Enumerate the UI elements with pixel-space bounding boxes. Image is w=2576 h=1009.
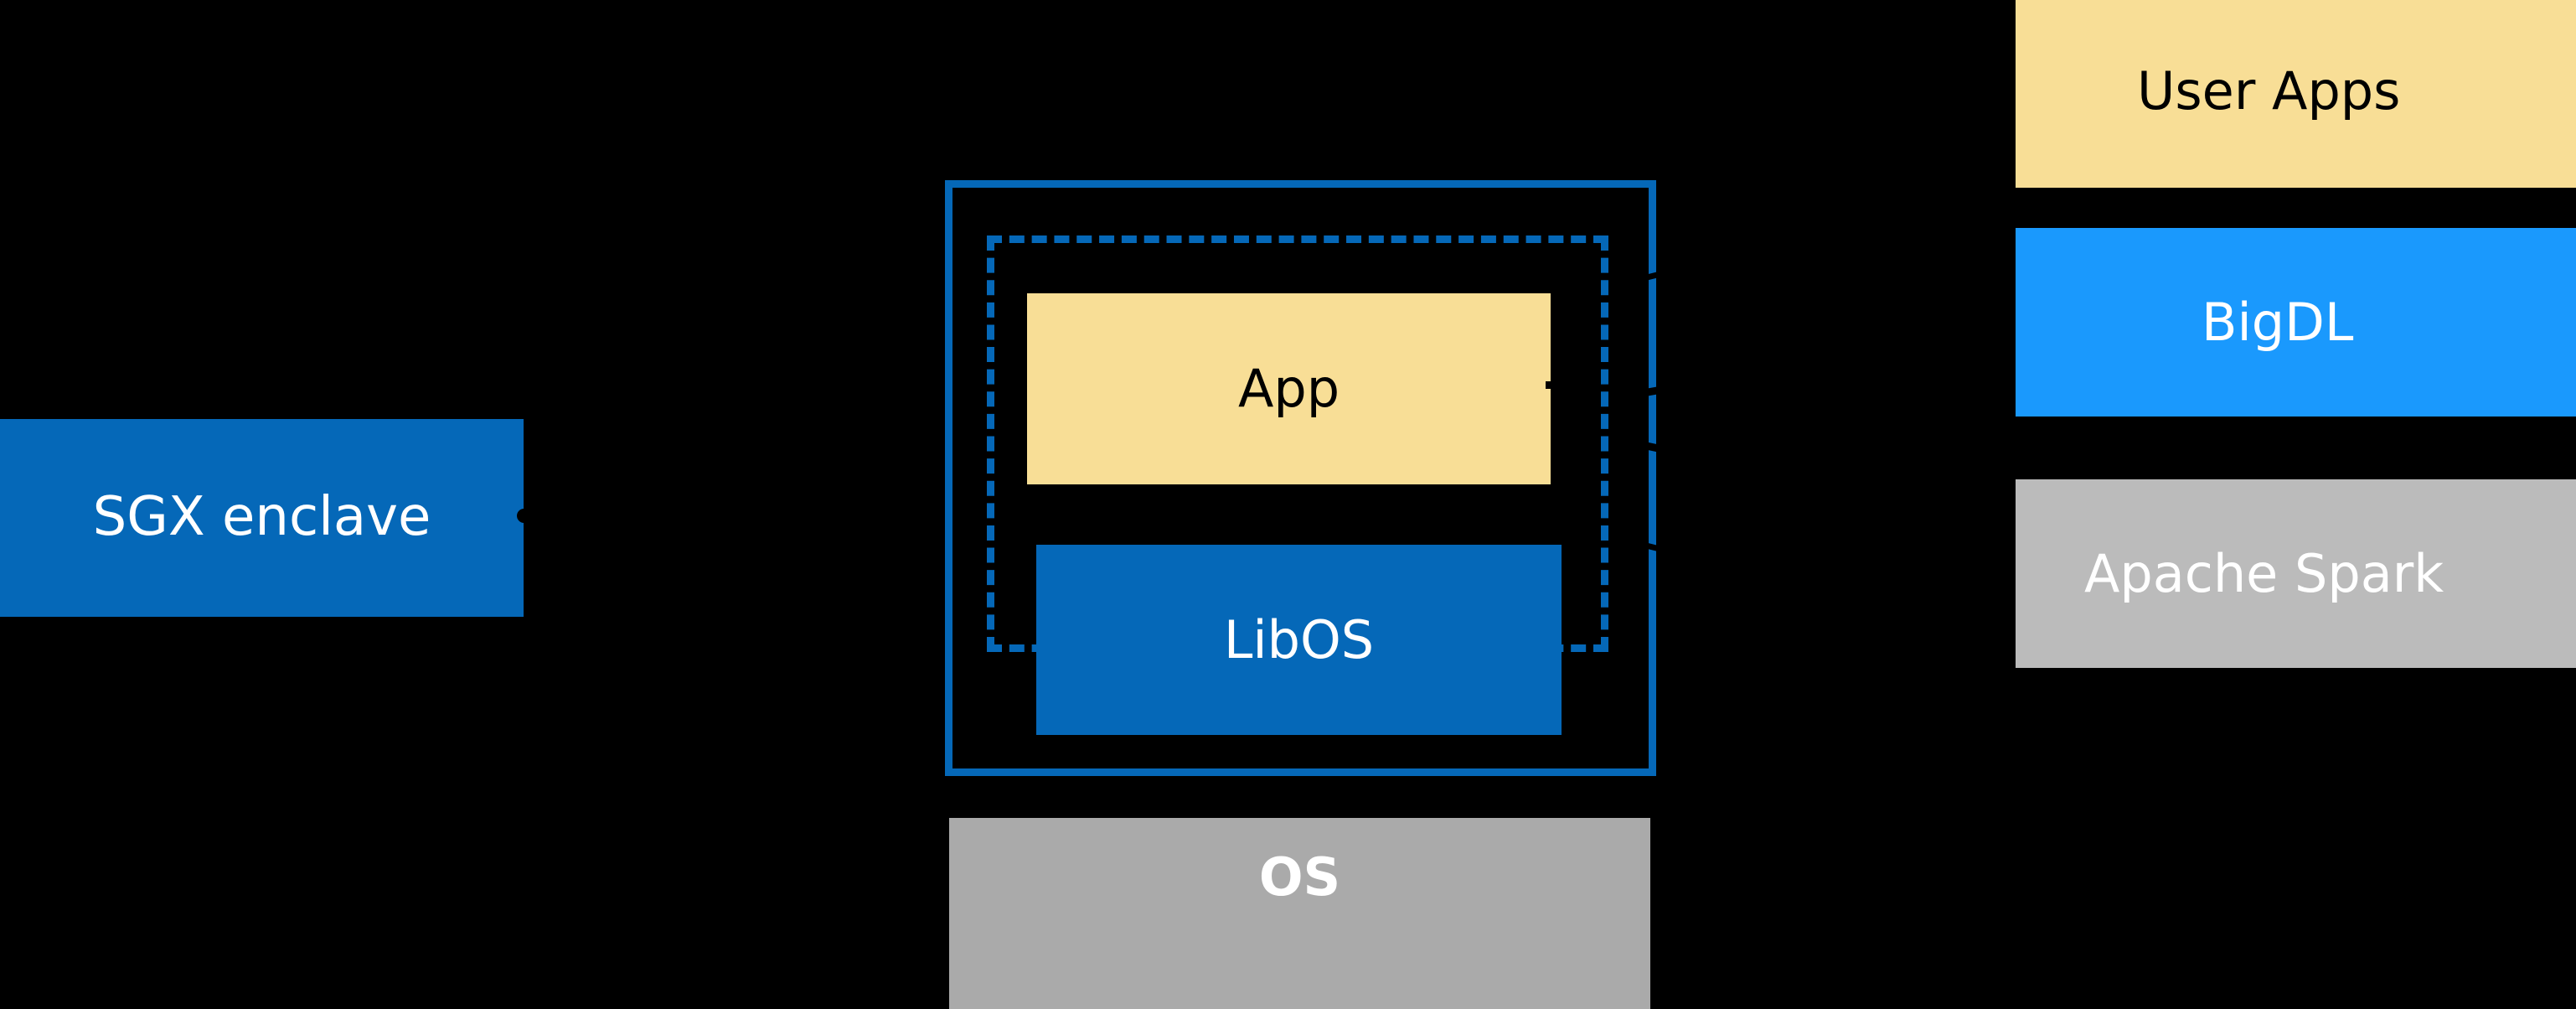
user-apps-label: User Apps bbox=[2137, 60, 2401, 122]
os-box[interactable]: OS bbox=[949, 818, 1650, 1009]
user-apps-box[interactable]: User Apps bbox=[2016, 0, 2576, 188]
apache-spark-box[interactable]: Apache Spark bbox=[2016, 479, 2576, 668]
os-label: OS bbox=[1258, 846, 1341, 908]
app-label: App bbox=[1237, 358, 1340, 420]
libos-box[interactable]: LibOS bbox=[1036, 545, 1562, 735]
sgx-enclave-leader-line bbox=[524, 515, 884, 517]
leader-line-app-right bbox=[1546, 381, 1571, 389]
sgx-enclave-box[interactable]: SGX enclave bbox=[0, 419, 524, 617]
libos-label: LibOS bbox=[1223, 608, 1375, 670]
sgx-enclave-arrowhead-icon bbox=[517, 509, 531, 523]
apache-spark-label: Apache Spark bbox=[2084, 542, 2444, 604]
app-box[interactable]: App bbox=[1027, 293, 1551, 484]
bigdl-label: BigDL bbox=[2202, 291, 2354, 353]
bigdl-box[interactable]: BigDL bbox=[2016, 228, 2576, 417]
sgx-enclave-label: SGX enclave bbox=[92, 486, 431, 549]
enclave-outer-frame bbox=[945, 180, 1656, 776]
